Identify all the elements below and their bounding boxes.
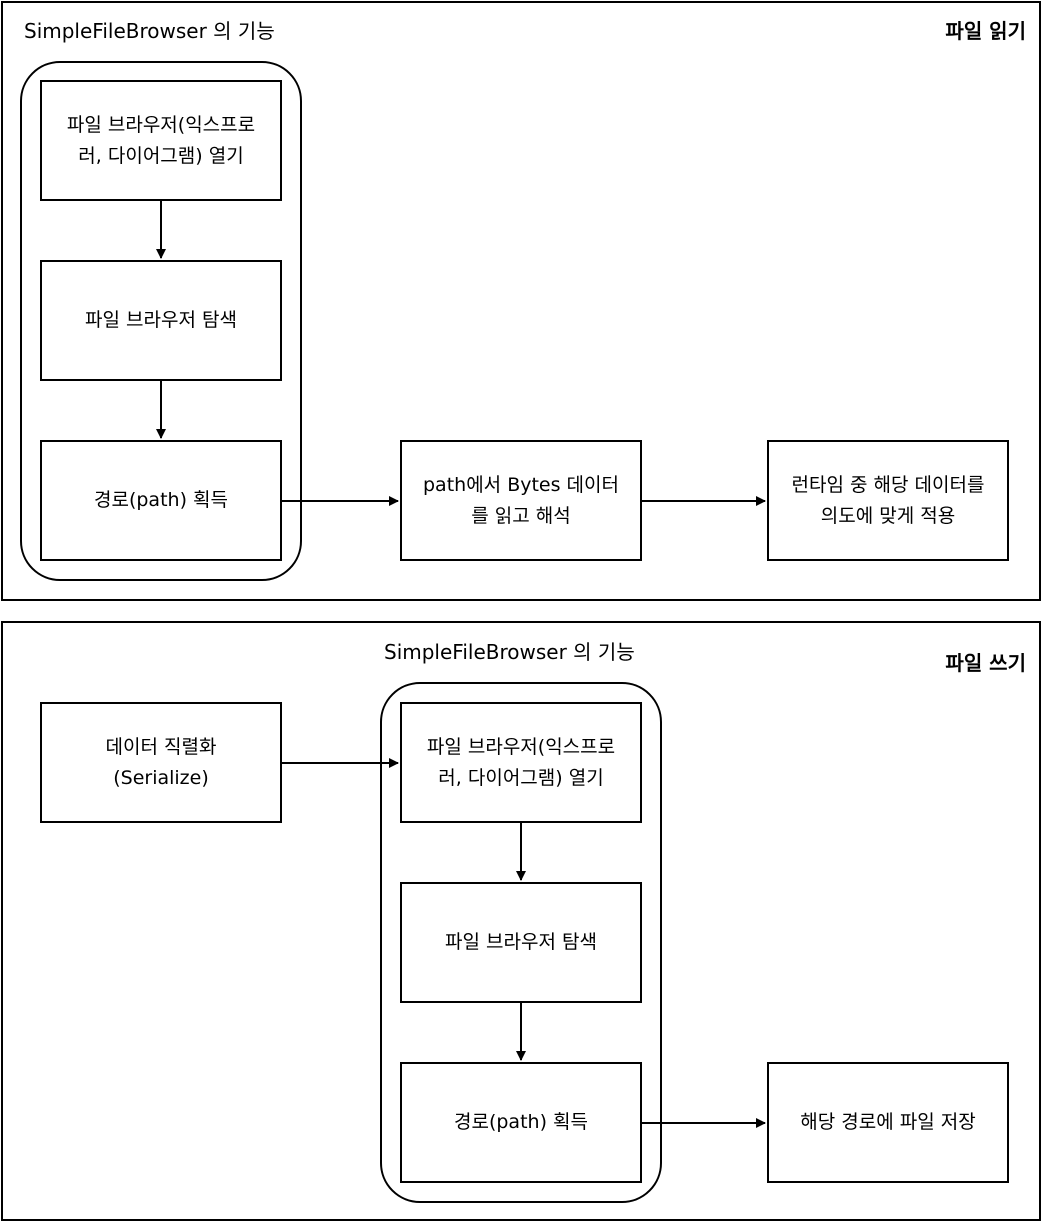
read-panel-title: 파일 읽기	[945, 19, 1026, 43]
read-step-explore: 파일 브라우저 탐색	[40, 260, 282, 381]
write-step-explore: 파일 브라우저 탐색	[400, 882, 642, 1003]
write-group-label: SimpleFileBrowser 의 기능	[384, 640, 635, 664]
write-step-serialize: 데이터 직렬화 (Serialize)	[40, 702, 282, 823]
read-step-read-bytes: path에서 Bytes 데이터 를 읽고 해석	[400, 440, 642, 561]
read-group-label: SimpleFileBrowser 의 기능	[24, 19, 275, 43]
write-step-open-browser: 파일 브라우저(익스프로 러, 다이어그램) 열기	[400, 702, 642, 823]
write-step-save-file: 해당 경로에 파일 저장	[767, 1062, 1009, 1183]
read-step-open-browser: 파일 브라우저(익스프로 러, 다이어그램) 열기	[40, 80, 282, 201]
read-step-get-path: 경로(path) 획득	[40, 440, 282, 561]
write-panel-title: 파일 쓰기	[945, 651, 1026, 675]
read-step-apply-runtime: 런타임 중 해당 데이터를 의도에 맞게 적용	[767, 440, 1009, 561]
write-step-get-path: 경로(path) 획득	[400, 1062, 642, 1183]
